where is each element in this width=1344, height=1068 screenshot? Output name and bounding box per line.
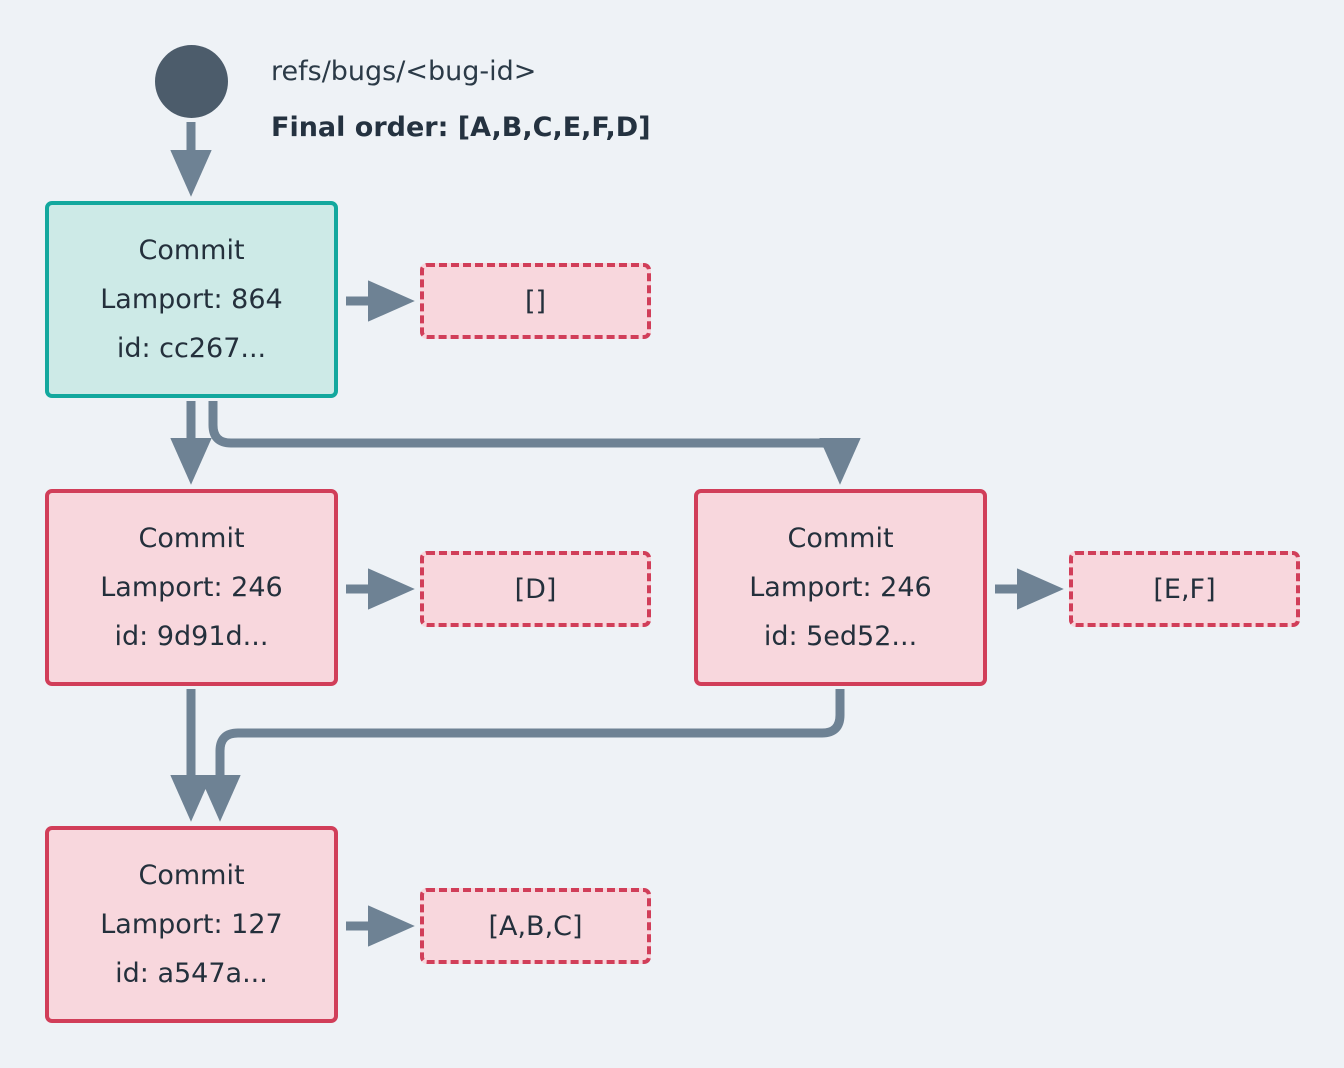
edge-commit-5ed52-to-commit-a547a	[199, 689, 845, 822]
commit-node-cc267[interactable]: Commit Lamport: 864 id: cc267...	[45, 201, 338, 398]
commit-title: Commit	[138, 522, 245, 554]
commit-title: Commit	[138, 859, 245, 891]
ops-box-label: [A,B,C]	[488, 910, 583, 942]
ops-box-label: [E,F]	[1153, 573, 1216, 605]
edge-commit-cc267-to-commit-5ed52	[208, 401, 861, 485]
commit-title: Commit	[787, 522, 894, 554]
commit-id: id: a547a...	[115, 958, 268, 990]
ops-box-9d91d[interactable]: [D]	[420, 551, 651, 627]
final-order-label: Final order: [A,B,C,E,F,D]	[271, 112, 651, 143]
ops-box-cc267[interactable]: []	[420, 263, 651, 339]
commit-node-5ed52[interactable]: Commit Lamport: 246 id: 5ed52...	[694, 489, 987, 686]
commit-lamport: Lamport: 864	[100, 283, 283, 315]
commit-node-9d91d[interactable]: Commit Lamport: 246 id: 9d91d...	[45, 489, 338, 686]
commit-title: Commit	[138, 234, 245, 266]
ops-box-label: []	[524, 285, 547, 317]
commit-node-a547a[interactable]: Commit Lamport: 127 id: a547a...	[45, 826, 338, 1023]
commit-lamport: Lamport: 246	[100, 571, 283, 603]
root-circle-icon	[155, 45, 228, 118]
commit-id: id: 9d91d...	[114, 621, 269, 653]
ops-box-a547a[interactable]: [A,B,C]	[420, 888, 651, 964]
ops-box-5ed52[interactable]: [E,F]	[1069, 551, 1300, 627]
ref-label: refs/bugs/<bug-id>	[271, 56, 537, 87]
commit-lamport: Lamport: 127	[100, 908, 283, 940]
ops-box-label: [D]	[514, 573, 557, 605]
commit-lamport: Lamport: 246	[749, 571, 932, 603]
commit-id: id: 5ed52...	[763, 621, 918, 653]
commit-id: id: cc267...	[116, 333, 267, 365]
